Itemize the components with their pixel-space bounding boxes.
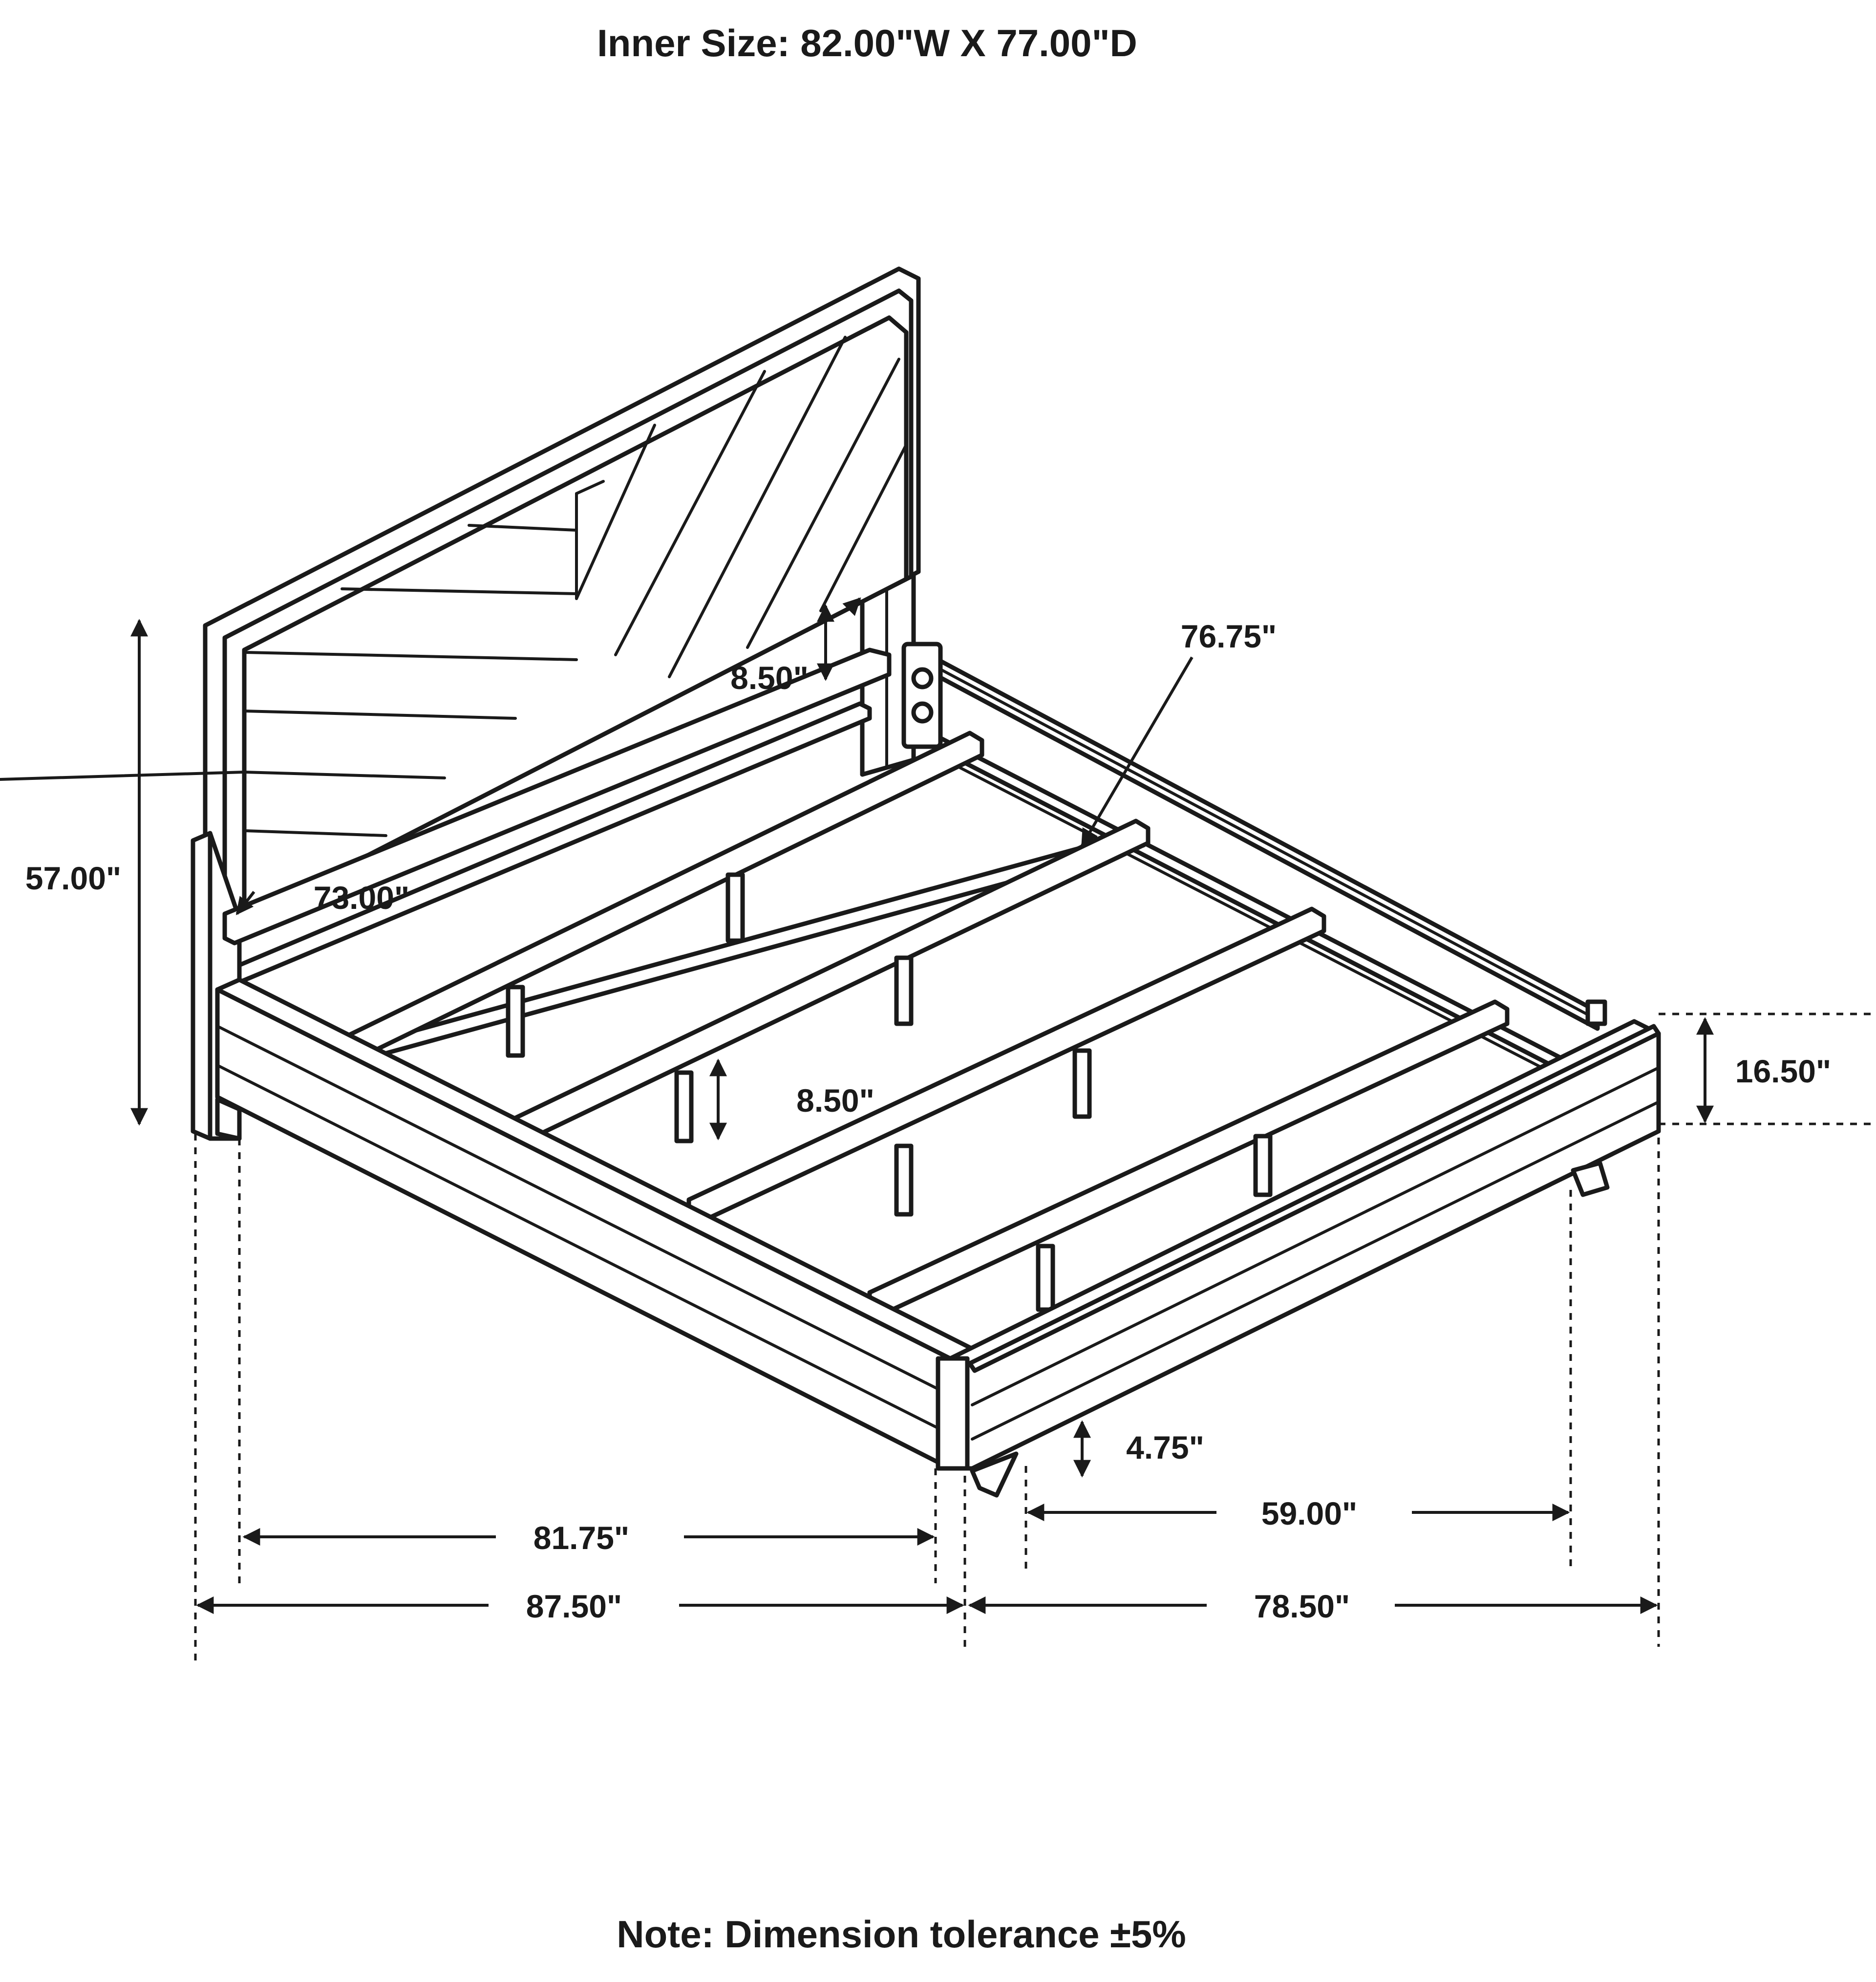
dimension-lines bbox=[130, 597, 1876, 1666]
label-overall-length: 87.50" bbox=[526, 1588, 622, 1624]
slats bbox=[340, 731, 1510, 1317]
inner-size-title: Inner Size: 82.00"W X 77.00"D bbox=[597, 22, 1137, 65]
label-headboard-gap: 8.50" bbox=[730, 660, 809, 696]
right-side-rail bbox=[906, 642, 1600, 1031]
label-inner-length: 76.75" bbox=[1181, 618, 1277, 654]
bed-frame-drawing bbox=[0, 266, 1661, 1498]
tolerance-note: Note: Dimension tolerance ±5% bbox=[617, 1913, 1186, 1956]
label-overall-width: 78.50" bbox=[1254, 1588, 1350, 1624]
label-overall-height: 57.00" bbox=[25, 860, 121, 896]
footboard bbox=[936, 999, 1661, 1471]
label-footboard-height: 16.50" bbox=[1735, 1053, 1831, 1089]
rail-bracket bbox=[901, 642, 943, 749]
label-inner-side-length: 81.75" bbox=[533, 1520, 629, 1556]
dimension-labels: 57.00" 73.00" 8.50" 76.75" 8.50" 16.50" … bbox=[25, 618, 1831, 1624]
headboard bbox=[0, 266, 921, 931]
label-leg-spacing: 59.00" bbox=[1261, 1495, 1357, 1531]
label-slat-leg-height: 8.50" bbox=[796, 1082, 874, 1119]
label-headboard-width: 73.00" bbox=[314, 880, 409, 916]
feet bbox=[215, 1097, 1610, 1498]
label-clearance: 4.75" bbox=[1126, 1429, 1204, 1465]
left-side-rail bbox=[215, 977, 975, 1471]
